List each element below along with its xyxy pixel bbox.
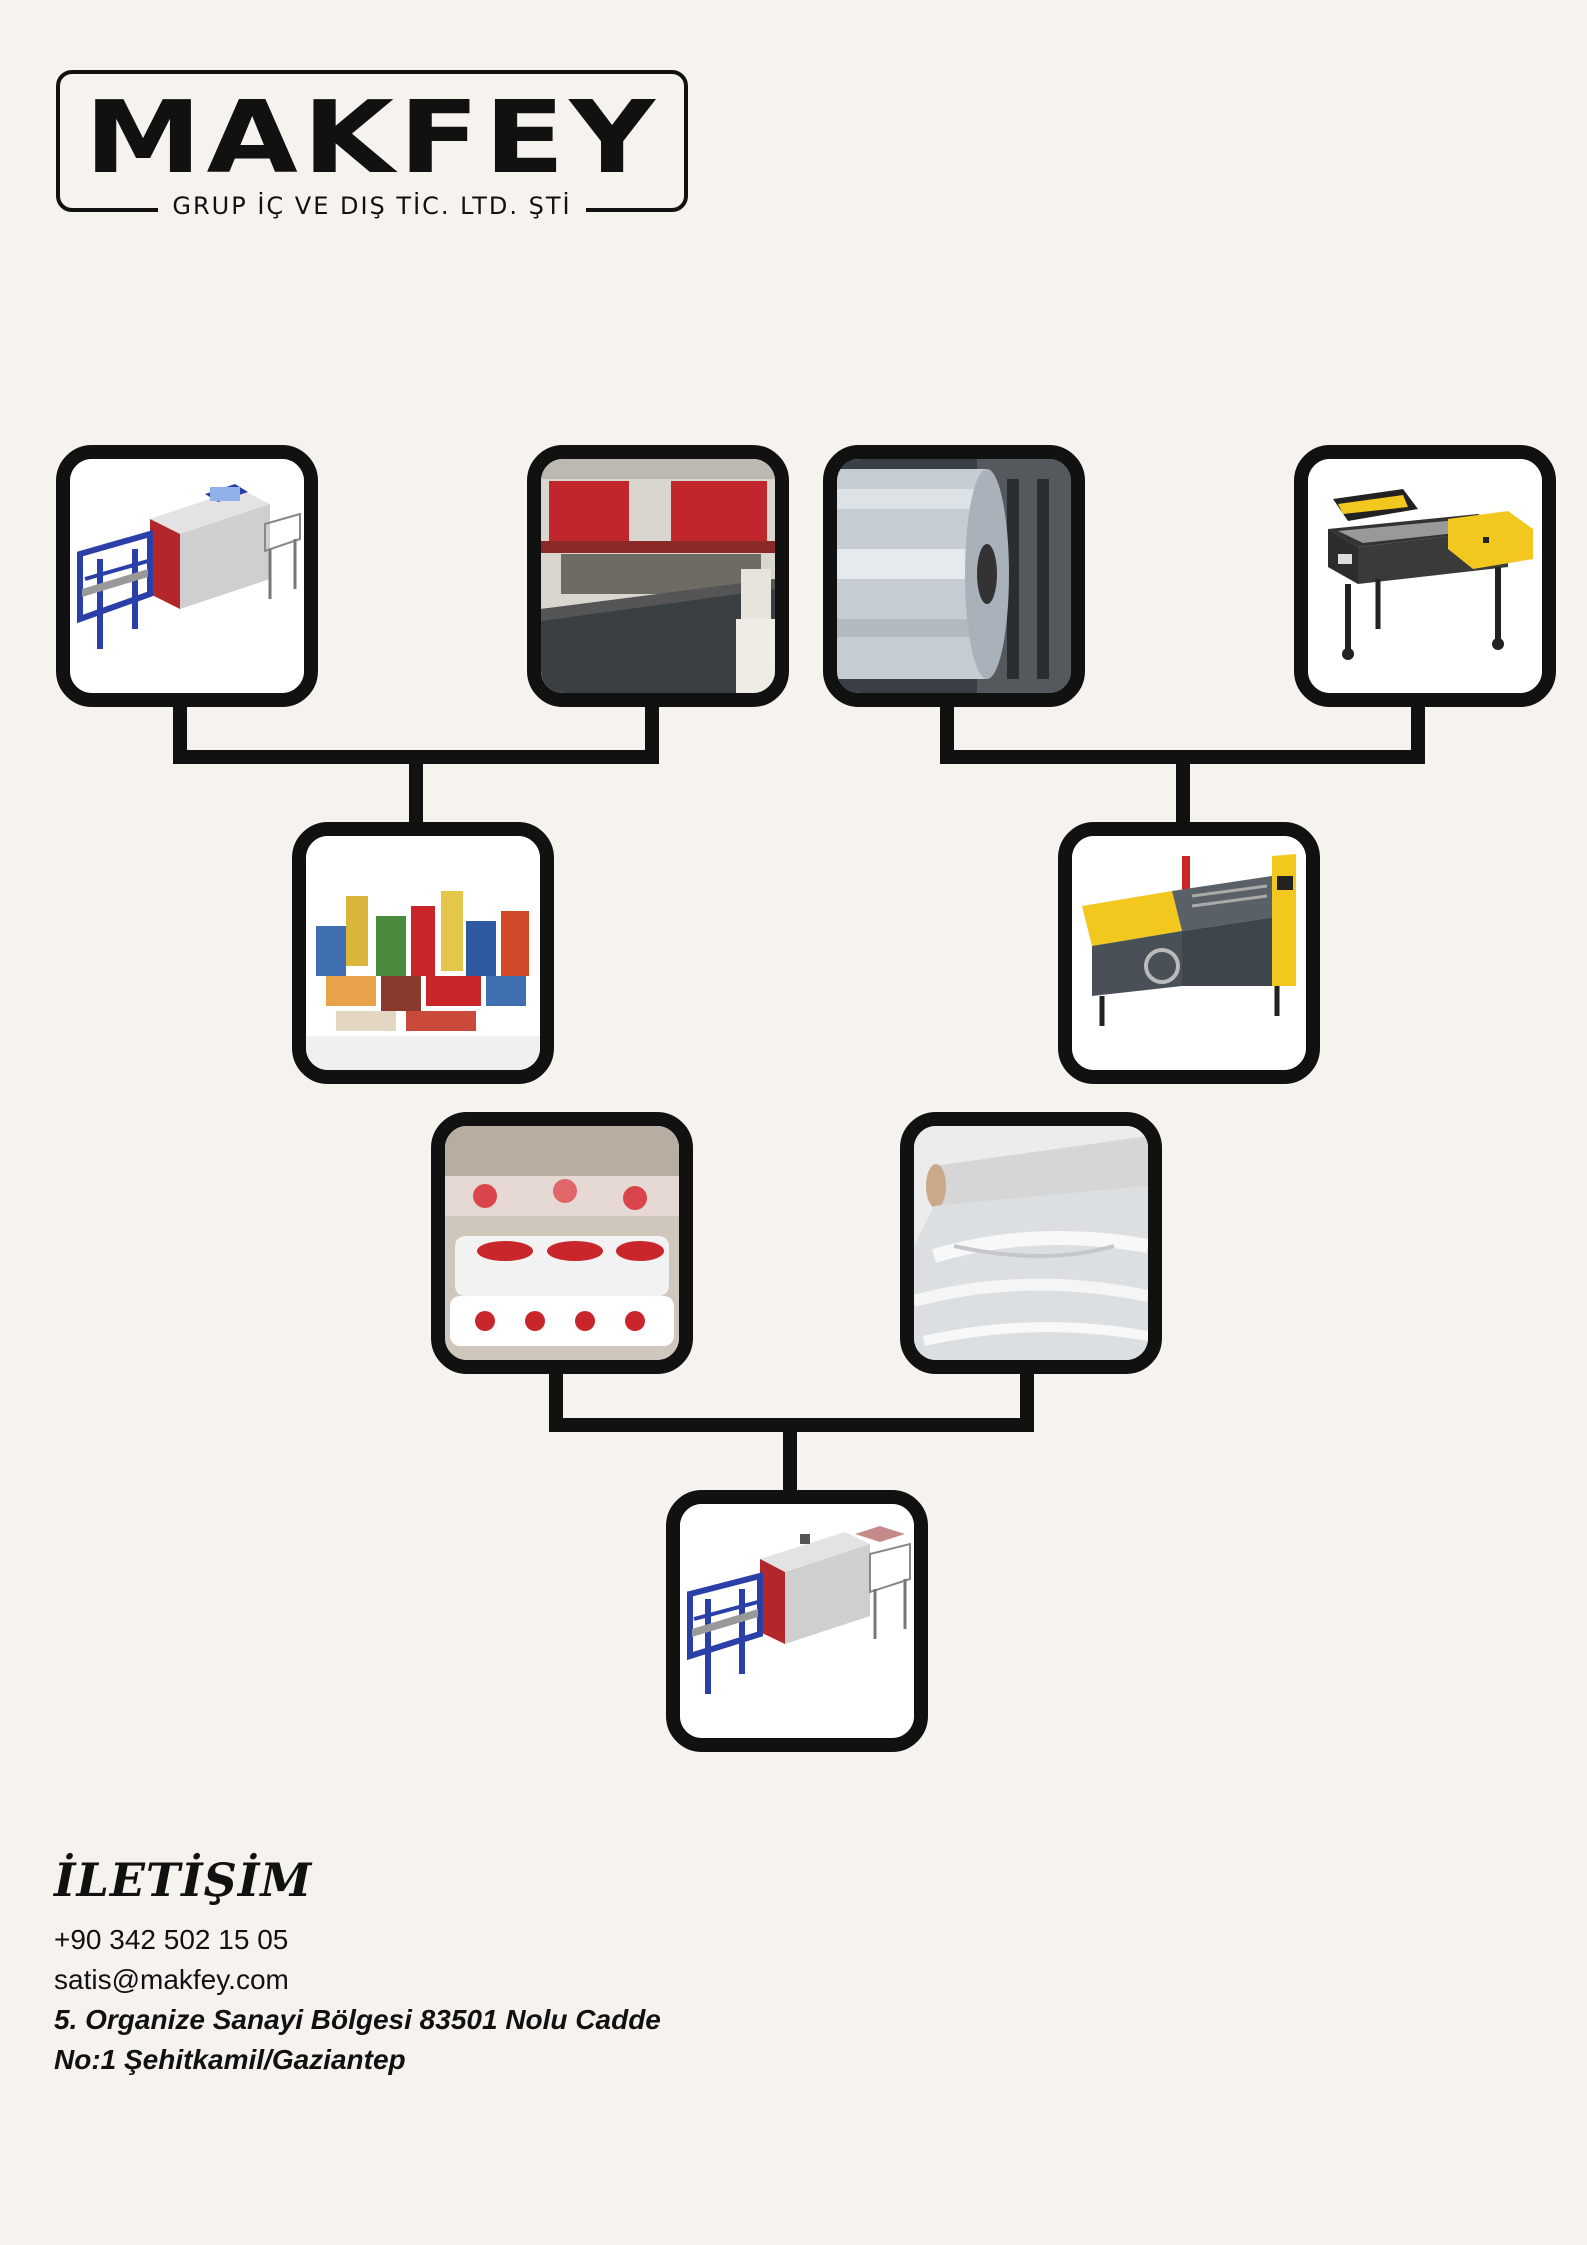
tile-l-sealer[interactable] xyxy=(1294,445,1556,707)
contact-address-line-2: No:1 Şehitkamil/Gaziantep xyxy=(54,2044,406,2075)
film-roll-icon xyxy=(837,459,1071,693)
wrapped-trays-icon xyxy=(445,1126,679,1360)
contact-section: İLETİŞİM +90 342 502 15 05 satis@makfey.… xyxy=(54,1852,954,2080)
logo-subtitle: GRUP İÇ VE DIŞ TİC. LTD. ŞTİ xyxy=(158,191,586,221)
tile-shrink-tunnel-2[interactable] xyxy=(666,1490,928,1752)
production-line-icon xyxy=(541,459,775,693)
shrink-tunnel-machine-icon xyxy=(680,1504,914,1738)
tile-film-roll[interactable] xyxy=(823,445,1085,707)
logo-subtitle-row: GRUP İÇ VE DIŞ TİC. LTD. ŞTİ xyxy=(56,188,688,224)
tile-wrapped-trays[interactable] xyxy=(431,1112,693,1374)
contact-title: İLETİŞİM xyxy=(54,1853,313,1907)
contact-email[interactable]: satis@makfey.com xyxy=(54,1964,289,1995)
tile-stretch-film[interactable] xyxy=(900,1112,1162,1374)
tile-production-line[interactable] xyxy=(527,445,789,707)
automatic-sealer-icon xyxy=(1072,836,1306,1070)
company-logo: MAKFEY GRUP İÇ VE DIŞ TİC. LTD. ŞTİ xyxy=(56,70,688,221)
packaged-products-icon xyxy=(306,836,540,1070)
tile-packaged-products[interactable] xyxy=(292,822,554,1084)
tile-shrink-tunnel-1[interactable] xyxy=(56,445,318,707)
shrink-tunnel-machine-icon xyxy=(70,459,304,693)
l-sealer-machine-icon xyxy=(1308,459,1542,693)
contact-phone[interactable]: +90 342 502 15 05 xyxy=(54,1924,289,1955)
logo-name: MAKFEY xyxy=(84,79,660,196)
stretch-film-icon xyxy=(914,1126,1148,1360)
tile-automatic-sealer[interactable] xyxy=(1058,822,1320,1084)
contact-address-line-1: 5. Organize Sanayi Bölgesi 83501 Nolu Ca… xyxy=(54,2004,661,2035)
